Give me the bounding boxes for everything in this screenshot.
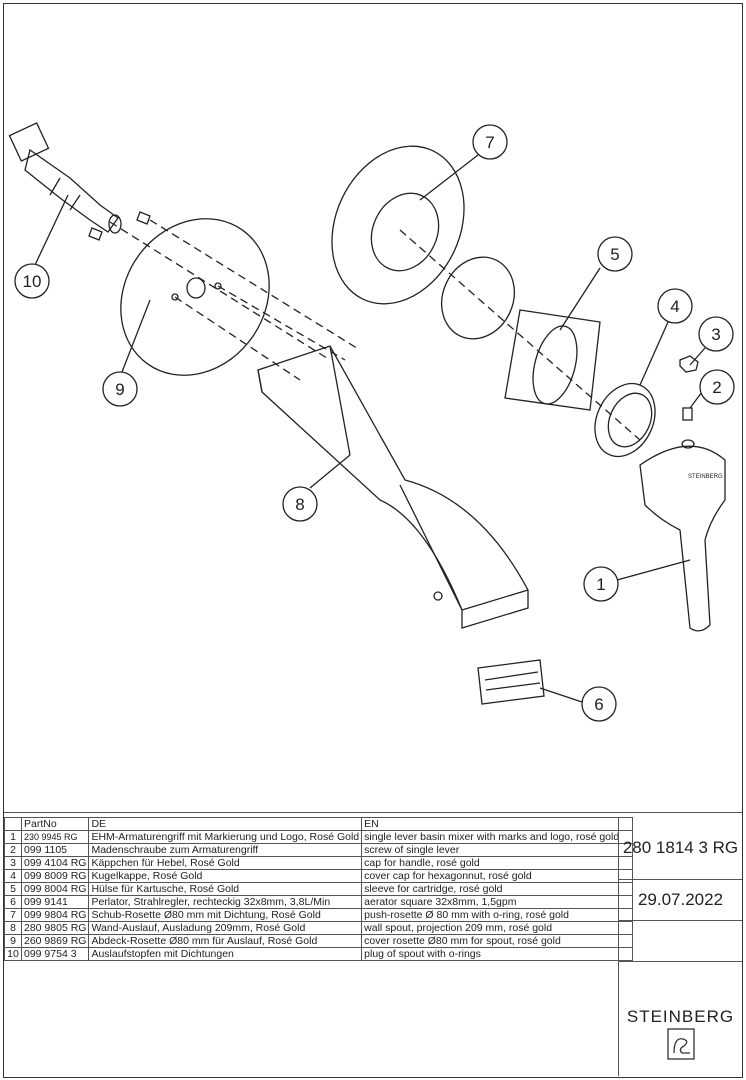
part-9-cover-rosette bbox=[120, 218, 270, 376]
callout-4: 4 bbox=[657, 288, 693, 324]
part-1-handle: STEINBERG bbox=[639, 439, 726, 632]
svg-text:1: 1 bbox=[596, 575, 605, 594]
part-5-sleeve bbox=[504, 309, 601, 411]
callout-8: 8 bbox=[282, 486, 318, 522]
cell-partno: 260 9869 RG bbox=[20, 934, 90, 948]
header-partno: PartNo bbox=[20, 817, 90, 831]
part-3-cap bbox=[679, 355, 699, 373]
part-6-aerator bbox=[477, 659, 545, 705]
cell-de: Wand-Auslauf, Ausladung 209mm, Rosé Gold bbox=[88, 921, 363, 935]
cell-no: 10 bbox=[4, 947, 22, 961]
cell-en: push-rosette Ø 80 mm with o-ring, rosé g… bbox=[361, 908, 634, 922]
cell-no: 9 bbox=[4, 934, 22, 948]
cell-partno: 099 4104 RG bbox=[20, 856, 90, 870]
part-2-screw bbox=[682, 407, 693, 421]
cell-de: Madenschraube zum Armaturengriff bbox=[88, 843, 363, 857]
cell-partno: 099 9804 RG bbox=[20, 908, 90, 922]
cell-no: 6 bbox=[4, 895, 22, 909]
cell-no: 4 bbox=[4, 869, 22, 883]
cell-no: 7 bbox=[4, 908, 22, 922]
callout-3: 3 bbox=[698, 316, 734, 352]
exploded-view-drawing: STEINBERG 1 2 3 4 5 6 7 8 9 10 bbox=[8, 122, 735, 722]
svg-text:10: 10 bbox=[23, 272, 42, 291]
svg-text:2: 2 bbox=[712, 378, 721, 397]
cell-no: 3 bbox=[4, 856, 22, 870]
cell-no: 2 bbox=[4, 843, 22, 857]
callout-5: 5 bbox=[597, 236, 633, 272]
svg-text:8: 8 bbox=[295, 495, 304, 514]
cell-de: Schub-Rosette Ø80 mm mit Dichtung, Rosé … bbox=[88, 908, 363, 922]
cell-en: wall spout, projection 209 mm, rosé gold bbox=[361, 921, 634, 935]
cell-no: 8 bbox=[4, 921, 22, 935]
part-10-plug bbox=[8, 122, 122, 234]
header-de: DE bbox=[88, 817, 363, 831]
brand-logo-icon bbox=[666, 1028, 695, 1060]
cell-en: cap for handle, rosé gold bbox=[361, 856, 634, 870]
cell-no: 5 bbox=[4, 882, 22, 896]
cell-de: Hülse für Kartusche, Rosé Gold bbox=[88, 882, 363, 896]
handle-logo-text: STEINBERG bbox=[688, 474, 723, 480]
part-7-push-rosette bbox=[331, 145, 465, 305]
cell-partno: 230 9945 RG bbox=[20, 830, 90, 844]
header-no bbox=[4, 817, 22, 831]
cell-partno: 099 9141 bbox=[20, 895, 90, 909]
callout-2: 2 bbox=[699, 369, 735, 405]
cell-partno: 099 9754 3 bbox=[20, 947, 90, 961]
drawing-date: 29.07.2022 bbox=[618, 880, 742, 921]
cell-en: single lever basin mixer with marks and … bbox=[361, 830, 634, 844]
cell-partno: 099 8009 RG bbox=[20, 869, 90, 883]
svg-text:5: 5 bbox=[610, 245, 619, 264]
cell-en: cover cap for hexagonnut, rosé gold bbox=[361, 869, 634, 883]
cell-de: Auslaufstopfen mit Dichtungen bbox=[88, 947, 363, 961]
cell-en: sleeve for cartridge, rosé gold bbox=[361, 882, 634, 896]
svg-text:9: 9 bbox=[115, 380, 124, 399]
cell-en: aerator square 32x8mm, 1,5gpm bbox=[361, 895, 634, 909]
svg-text:7: 7 bbox=[485, 133, 494, 152]
table-header-row: PartNo DE EN bbox=[4, 817, 634, 831]
brand-name: STEINBERG bbox=[626, 1007, 735, 1026]
callout-9: 9 bbox=[102, 371, 138, 407]
sheet-border bbox=[3, 3, 743, 1078]
cell-de: Perlator, Strahlregler, rechteckig 32x8m… bbox=[88, 895, 363, 909]
brand-block: STEINBERG bbox=[618, 962, 742, 1076]
part-8-wall-spout bbox=[257, 345, 529, 629]
cell-de: EHM-Armaturengriff mit Markierung und Lo… bbox=[88, 830, 363, 844]
article-number: 280 1814 3 RG bbox=[618, 817, 742, 880]
cell-no: 1 bbox=[4, 830, 22, 844]
cell-en: plug of spout with o-rings bbox=[361, 947, 634, 961]
svg-text:6: 6 bbox=[594, 695, 603, 714]
callout-1: 1 bbox=[583, 566, 619, 602]
svg-text:4: 4 bbox=[670, 297, 679, 316]
part-o-ring bbox=[441, 256, 515, 340]
cell-de: Abdeck-Rosette Ø80 mm für Auslauf, Rosé … bbox=[88, 934, 363, 948]
cell-en: screw of single lever bbox=[361, 843, 634, 857]
callout-6: 6 bbox=[581, 686, 617, 722]
table-top-line bbox=[4, 812, 742, 813]
callout-10: 10 bbox=[14, 263, 50, 299]
cell-partno: 280 9805 RG bbox=[20, 921, 90, 935]
cell-en: cover rosette Ø80 mm for spout, rosé gol… bbox=[361, 934, 634, 948]
cell-de: Käppchen für Hebel, Rosé Gold bbox=[88, 856, 363, 870]
cell-partno: 099 1105 bbox=[20, 843, 90, 857]
header-en: EN bbox=[361, 817, 634, 831]
svg-text:3: 3 bbox=[711, 325, 720, 344]
callout-7: 7 bbox=[472, 124, 508, 160]
cell-de: Kugelkappe, Rosé Gold bbox=[88, 869, 363, 883]
empty-title-cell bbox=[618, 921, 742, 962]
part-4-cover-cap bbox=[594, 382, 656, 458]
cell-partno: 099 8004 RG bbox=[20, 882, 90, 896]
